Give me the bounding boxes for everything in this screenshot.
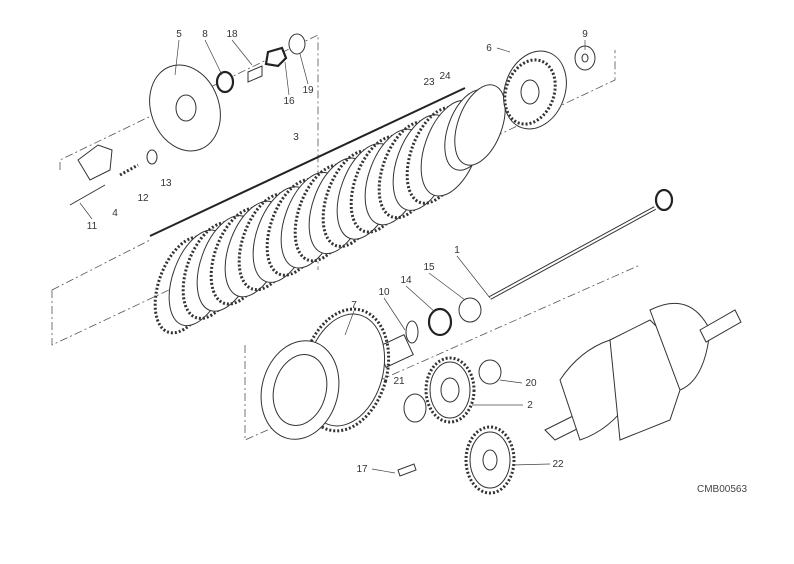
drawing-code: CMB00563 [697, 484, 747, 495]
callout-23: 23 [423, 77, 435, 88]
clutch-hub [503, 45, 596, 130]
callout-24: 24 [439, 71, 451, 82]
spring-cap-assembly [69, 144, 158, 206]
thrust-washer-20 [478, 359, 502, 385]
callout-14: 14 [400, 275, 412, 286]
gear-22 [464, 425, 516, 495]
bushing-21 [403, 393, 427, 423]
leader-lines [79, 39, 586, 474]
callout-19: 19 [302, 85, 314, 96]
callout-4: 4 [112, 208, 118, 219]
callout-7: 7 [351, 300, 357, 311]
group-outline-plates [51, 50, 616, 346]
bolt-17 [397, 463, 417, 477]
callout-3: 3 [293, 132, 299, 143]
bearing-14 [427, 307, 453, 337]
callout-10: 10 [378, 287, 390, 298]
callout-17: 17 [356, 464, 368, 475]
plate-stack-bracket [149, 87, 466, 237]
gear-2 [424, 356, 476, 424]
callout-22: 22 [552, 459, 564, 470]
callout-16: 16 [283, 96, 295, 107]
callout-1: 1 [454, 245, 460, 256]
callout-18: 18 [226, 29, 238, 40]
pressure-plate [149, 33, 306, 152]
ring-24 [454, 84, 506, 166]
callout-2: 2 [527, 400, 533, 411]
callout-21: 21 [393, 376, 405, 387]
clutch-drum [260, 307, 391, 440]
push-rod [489, 188, 674, 300]
bushing-15 [458, 297, 482, 323]
spacer-10-flange [405, 320, 419, 344]
callout-8: 8 [202, 29, 208, 40]
callout-13: 13 [160, 178, 172, 189]
group-outline-cover [59, 34, 319, 270]
callout-11: 11 [87, 221, 98, 232]
group-outline-plates-top [51, 239, 151, 291]
crankshaft [544, 302, 742, 441]
callout-15: 15 [423, 262, 435, 273]
callout-12: 12 [137, 193, 149, 204]
callout-6: 6 [486, 43, 492, 54]
callout-9: 9 [582, 29, 588, 40]
callout-20: 20 [525, 378, 537, 389]
callout-5: 5 [176, 29, 182, 40]
